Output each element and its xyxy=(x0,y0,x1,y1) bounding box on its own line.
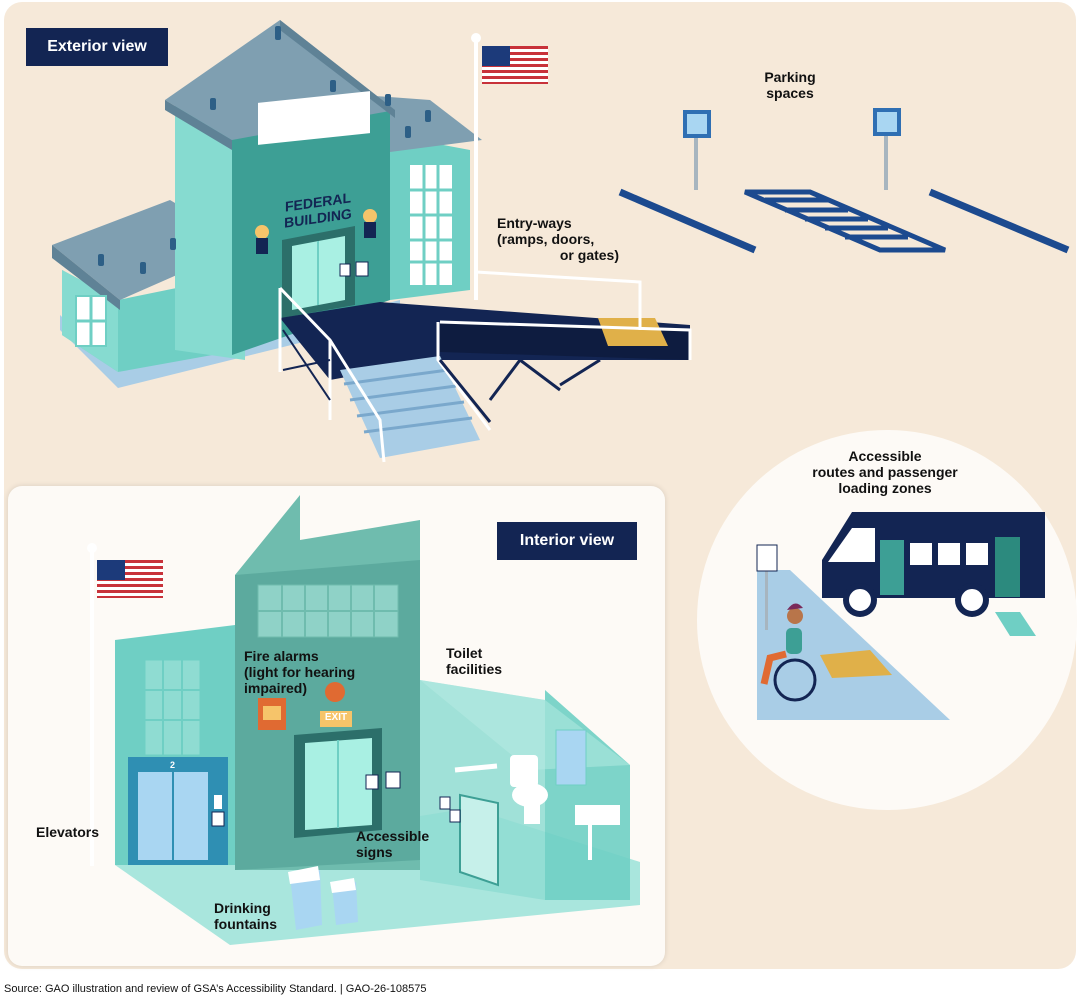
parking-label: Parking spaces xyxy=(760,69,820,101)
entryways-label-line-2: (ramps, doors, xyxy=(497,231,595,247)
toilet-label: Toilet facilities xyxy=(446,645,536,677)
entry-ramp xyxy=(278,270,692,463)
federal-building xyxy=(52,20,482,388)
parking-label-line-1: Parking xyxy=(764,69,816,85)
source-note: Source: GAO illustration and review of G… xyxy=(4,983,427,995)
interior-view-tag: Interior view xyxy=(497,522,637,560)
routes-label-line-1: Accessible xyxy=(848,448,922,464)
fire-alarms-label: Fire alarms (light for hearing impaired) xyxy=(244,648,384,696)
exterior-view-tag: Exterior view xyxy=(26,28,168,66)
parking-label-line-2: spaces xyxy=(766,85,814,101)
elevator-floor-indicator: 2 xyxy=(170,760,176,770)
routes-label-line-2: routes and passenger xyxy=(812,464,958,480)
signs-label: Accessible signs xyxy=(356,828,446,860)
entryways-label: Entry-ways (ramps, doors, or gates) xyxy=(497,215,627,263)
elevators-label: Elevators xyxy=(36,824,100,840)
signs-label-line-2: signs xyxy=(356,844,393,860)
fire-alarms-label-line-3: impaired) xyxy=(244,680,308,696)
toilet-label-line-1: Toilet xyxy=(446,645,483,661)
entryways-label-line-1: Entry-ways xyxy=(497,215,572,231)
exit-sign: EXIT xyxy=(324,712,348,723)
parking-spaces xyxy=(618,108,1070,254)
fire-alarms-label-line-1: Fire alarms xyxy=(244,648,319,664)
entryways-label-line-3: or gates) xyxy=(559,247,619,263)
routes-label: Accessible routes and passenger loading … xyxy=(790,448,980,496)
fountains-label: Drinking fountains xyxy=(214,900,294,932)
toilet-label-line-2: facilities xyxy=(446,661,503,677)
exterior-flag xyxy=(471,33,548,300)
fire-alarms-label-line-2: (light for hearing xyxy=(244,664,356,680)
routes-label-line-3: loading zones xyxy=(838,480,932,496)
interior-room xyxy=(115,495,640,945)
signs-label-line-1: Accessible xyxy=(356,828,430,844)
fountains-label-line-2: fountains xyxy=(214,916,277,932)
fountains-label-line-1: Drinking xyxy=(214,900,271,916)
routes-circle xyxy=(697,430,1077,810)
interior-flag xyxy=(87,543,163,866)
